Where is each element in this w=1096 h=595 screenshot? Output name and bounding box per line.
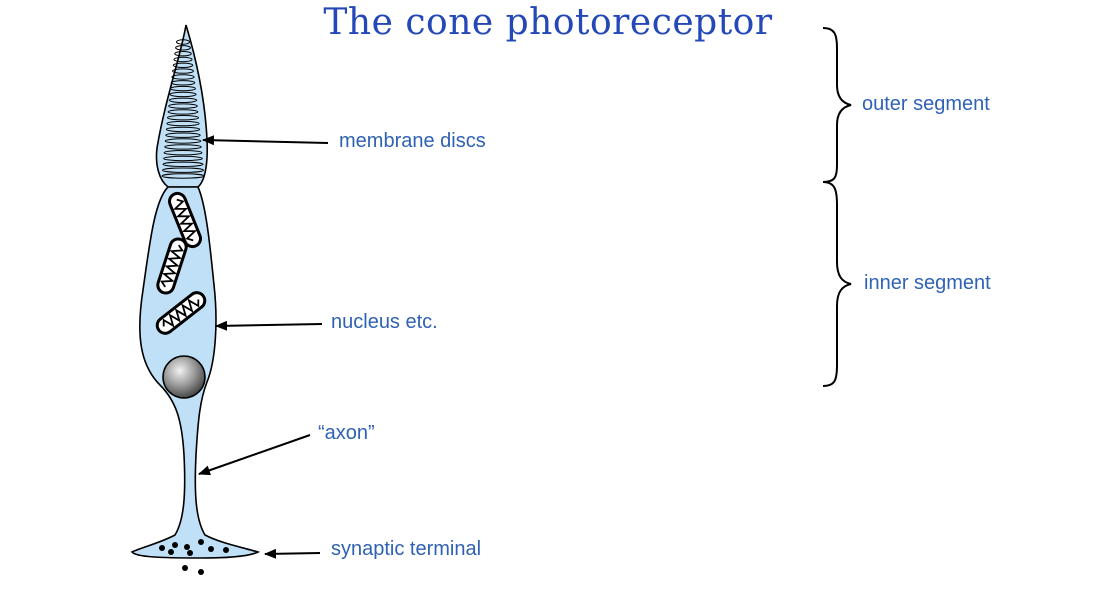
label-membrane-discs: membrane discs [339, 130, 486, 152]
membrane-disc [175, 45, 191, 51]
membrane-disc [162, 167, 204, 173]
arrow-membrane-discs [202, 135, 329, 146]
membrane-disc [161, 173, 205, 179]
nucleus [162, 355, 206, 399]
membrane-disc [166, 120, 200, 127]
label-synaptic-terminal: synaptic terminal [331, 538, 482, 560]
arrow-axon [198, 434, 311, 476]
membrane-disc [167, 109, 199, 115]
arrow-synaptic-terminal [264, 548, 321, 559]
mitochondrion-2 [156, 237, 188, 295]
diagram-title: The cone photoreceptor [323, 2, 773, 43]
membrane-disc [163, 150, 203, 156]
membrane-disc [169, 91, 197, 98]
membrane-discs [161, 39, 205, 179]
membrane-disc [164, 144, 202, 150]
membrane-disc [172, 62, 194, 69]
membrane-disc [164, 138, 202, 144]
outer-segment-brace [822, 27, 852, 183]
label-inner-segment: inner segment [864, 272, 991, 294]
label-axon: “axon” [318, 422, 375, 444]
synaptic-vesicles [159, 539, 229, 575]
membrane-disc [163, 155, 203, 162]
membrane-disc [165, 132, 201, 138]
arrow-nucleus [215, 320, 323, 331]
mitochondrion-3 [155, 291, 207, 335]
inner-segment-brace [822, 181, 852, 387]
membrane-disc [176, 39, 190, 45]
membrane-disc [168, 103, 198, 109]
membrane-disc [171, 74, 195, 80]
membrane-disc [170, 85, 196, 92]
membrane-disc [172, 68, 194, 74]
membrane-disc [174, 51, 192, 57]
mitochondrion-1 [168, 191, 202, 249]
membrane-disc [173, 56, 193, 63]
label-nucleus: nucleus etc. [331, 311, 438, 333]
membrane-disc [168, 97, 198, 104]
membrane-disc [162, 161, 204, 168]
label-outer-segment: outer segment [862, 93, 990, 115]
membrane-disc [170, 80, 196, 86]
membrane-disc [165, 126, 201, 133]
membrane-disc [167, 115, 199, 121]
